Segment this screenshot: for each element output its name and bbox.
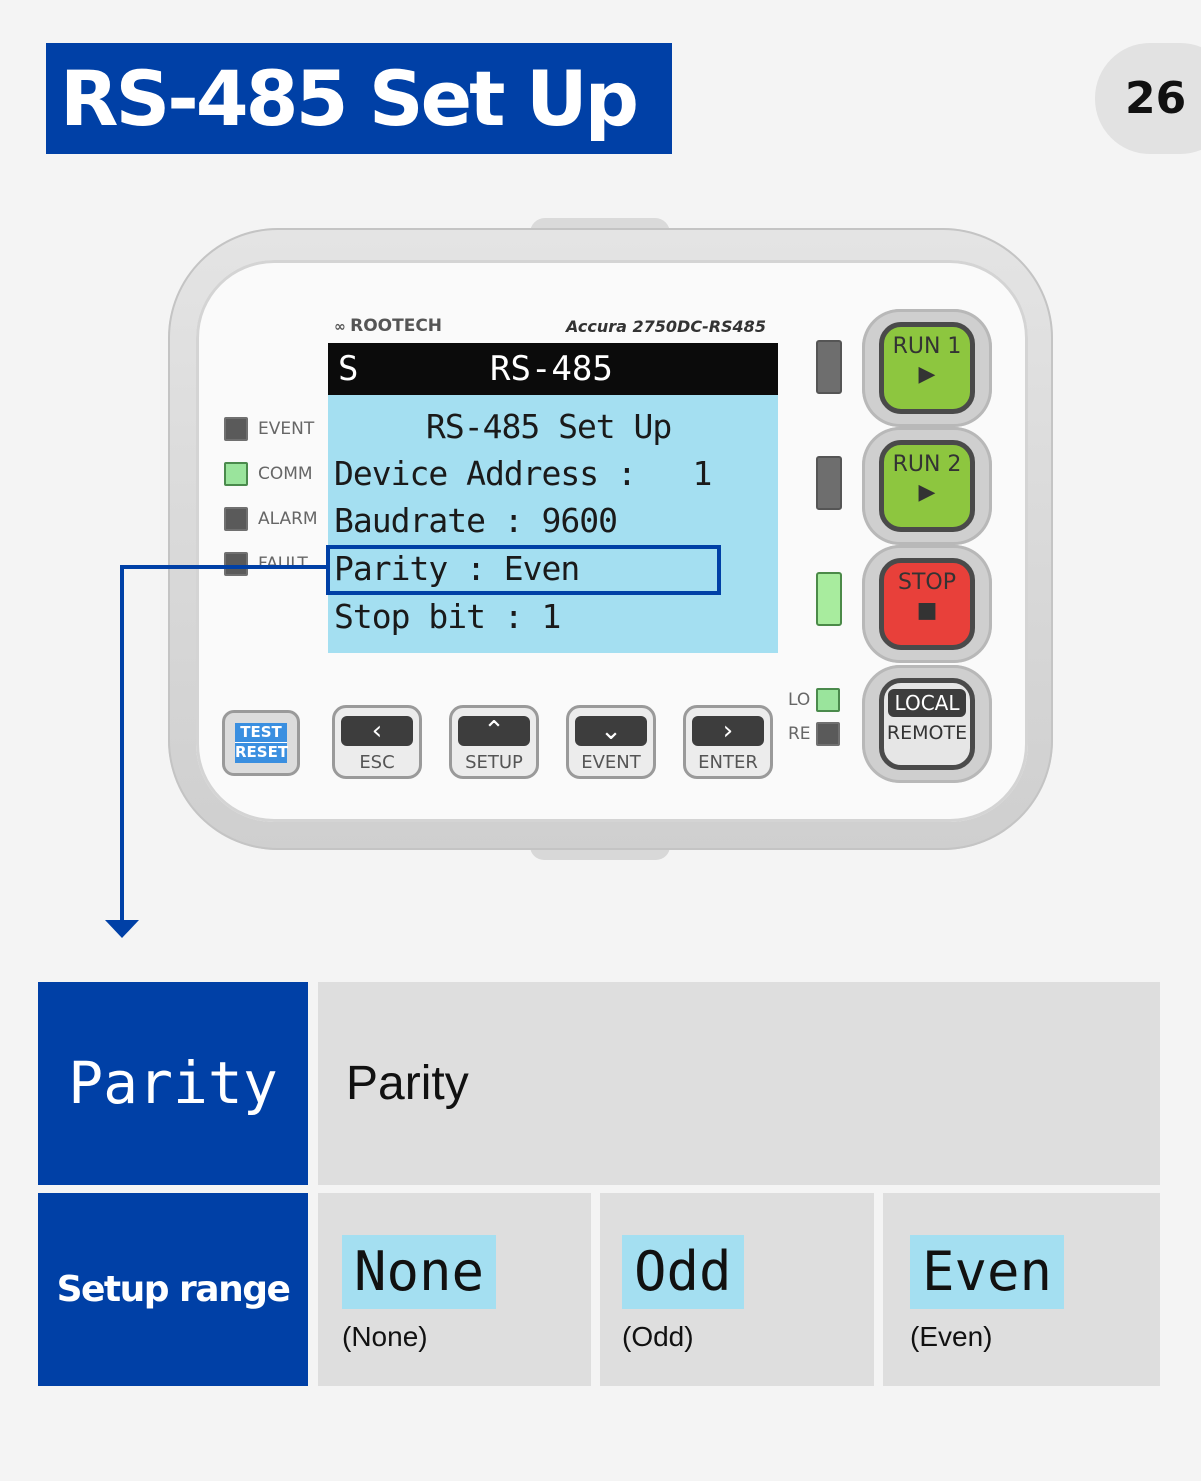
local-label: LOCAL: [888, 689, 966, 717]
reset-label: RESET: [235, 742, 289, 761]
stop-button[interactable]: STOP ■: [879, 558, 975, 650]
fault-led-label: FAULT: [258, 554, 308, 574]
event-led: [224, 417, 248, 441]
run2-button-housing: RUN 2 ▶: [862, 427, 992, 545]
esc-label: ESC: [359, 752, 395, 773]
option-none-cell: None (None): [318, 1193, 591, 1386]
option-odd-cell: Odd (Odd): [600, 1193, 874, 1386]
option-even-display: Even: [910, 1235, 1065, 1309]
stop-label: STOP: [898, 570, 956, 595]
setup-label: SETUP: [465, 752, 523, 773]
enter-button[interactable]: › ENTER: [683, 705, 773, 779]
parity-highlight-box: [326, 545, 721, 595]
run2-indicator-lamp: [816, 456, 842, 510]
lcd-header: S RS-485: [328, 343, 778, 395]
play-icon: ▶: [918, 362, 936, 387]
lo-label: LO: [788, 690, 811, 710]
lcd-line-stop-bit: Stop bit : 1: [334, 597, 561, 636]
run1-indicator-lamp: [816, 340, 842, 394]
test-reset-face: TEST RESET: [235, 723, 289, 763]
brand-logo-icon: ∞: [334, 319, 346, 335]
lcd-line-parity: Parity : Even: [334, 549, 580, 588]
setup-button[interactable]: ⌃ SETUP: [449, 705, 539, 779]
brand-logo: ∞ ROOTECH: [334, 316, 442, 336]
callout-line-vertical: [120, 565, 124, 923]
option-none-display: None: [342, 1235, 497, 1309]
stop-square-icon: ■: [916, 598, 938, 623]
lcd-screen: RS-485 Set Up Device Address : 1 Baudrat…: [328, 395, 778, 653]
comm-led: [224, 462, 248, 486]
event-label: EVENT: [581, 752, 641, 773]
run2-button[interactable]: RUN 2 ▶: [879, 440, 975, 532]
lcd-header-mode: S: [338, 349, 359, 389]
option-none-caption: (None): [342, 1321, 428, 1352]
re-label: RE: [788, 724, 811, 744]
comm-led-label: COMM: [258, 464, 313, 484]
play-icon: ▶: [918, 480, 936, 505]
enter-label: ENTER: [698, 752, 758, 773]
option-odd-caption: (Odd): [622, 1321, 694, 1352]
parity-value-cell: Parity: [318, 982, 1160, 1185]
lo-led: [816, 688, 840, 712]
lcd-header-title: RS-485: [490, 349, 613, 389]
chevron-down-icon: ⌄: [575, 716, 647, 746]
option-odd-display: Odd: [622, 1235, 744, 1309]
setup-range-key-cell: Setup range: [38, 1193, 308, 1386]
alarm-led-label: ALARM: [258, 509, 318, 529]
lcd-line-device-address: Device Address : 1: [334, 454, 712, 493]
local-remote-button-housing: LOCAL REMOTE: [862, 665, 992, 783]
chevron-left-icon: ‹: [341, 716, 413, 746]
callout-line-horizontal: [120, 565, 330, 569]
option-even-cell: Even (Even): [883, 1193, 1160, 1386]
event-button[interactable]: ⌄ EVENT: [566, 705, 656, 779]
arrow-down-icon: [105, 920, 139, 938]
option-even-caption: (Even): [910, 1321, 993, 1352]
run2-label: RUN 2: [892, 452, 962, 477]
page-title: RS-485 Set Up: [46, 43, 672, 154]
remote-label: REMOTE: [886, 722, 968, 744]
alarm-led: [224, 507, 248, 531]
lcd-line-title: RS-485 Set Up: [426, 407, 672, 446]
run1-button[interactable]: RUN 1 ▶: [879, 322, 975, 414]
model-name: Accura 2750DC-RS485: [566, 317, 766, 336]
stop-button-housing: STOP ■: [862, 545, 992, 663]
chevron-right-icon: ›: [692, 716, 764, 746]
re-led: [816, 722, 840, 746]
run1-button-housing: RUN 1 ▶: [862, 309, 992, 427]
fault-led: [224, 552, 248, 576]
brand-name: ROOTECH: [350, 316, 443, 336]
local-remote-button[interactable]: LOCAL REMOTE: [879, 678, 975, 770]
chevron-up-icon: ⌃: [458, 716, 530, 746]
parity-key-cell: Parity: [38, 982, 308, 1185]
event-led-label: EVENT: [258, 419, 315, 439]
test-label: TEST: [240, 723, 282, 741]
lcd-line-baudrate: Baudrate : 9600: [334, 501, 618, 540]
page-number-badge: 26: [1095, 43, 1201, 154]
test-reset-button[interactable]: TEST RESET: [222, 710, 300, 776]
stop-indicator-lamp: [816, 572, 842, 626]
esc-button[interactable]: ‹ ESC: [332, 705, 422, 779]
run1-label: RUN 1: [892, 334, 962, 359]
